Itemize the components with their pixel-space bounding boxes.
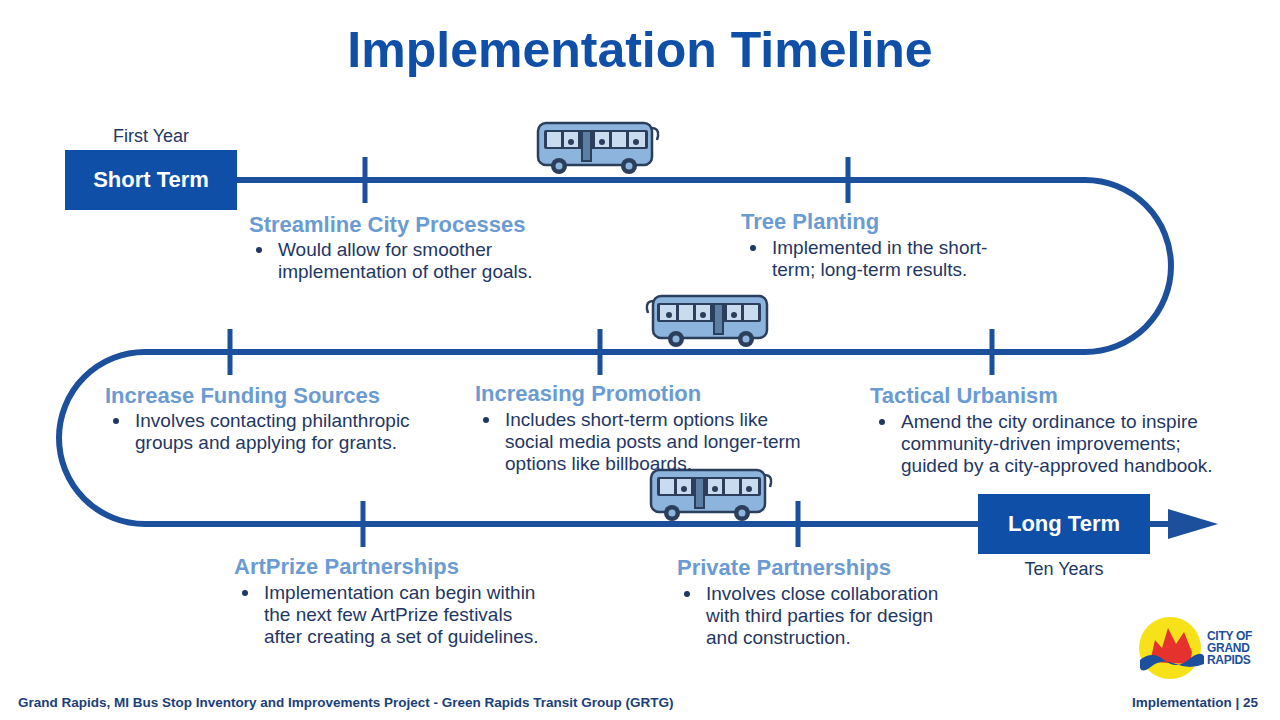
bullet-dot (256, 247, 262, 253)
logo-wordmark: CITY OF GRAND RAPIDS (1207, 630, 1267, 666)
bullet-dot (684, 591, 690, 597)
milestone-heading: Increasing Promotion (475, 381, 701, 407)
milestone-heading: Streamline City Processes (249, 212, 525, 238)
term-period: Ten Years (958, 558, 1170, 580)
footer-project: Grand Rapids, MI Bus Stop Inventory and … (18, 694, 674, 712)
milestone-note: Includes short-term options like social … (505, 409, 817, 475)
bullet-dot (750, 245, 756, 251)
term-label: Short Term (65, 150, 237, 210)
milestone-heading: ArtPrize Partnerships (234, 554, 459, 580)
milestone-note: Involves contacting philanthropic groups… (135, 410, 427, 454)
timeline-route (59, 180, 1218, 539)
milestone-heading: Tree Planting (741, 209, 879, 235)
bullet-dot (242, 590, 248, 596)
term-period: First Year (45, 125, 257, 147)
milestone-note: Amend the city ordinance to inspire comm… (901, 411, 1219, 477)
milestone-note: Implementation can begin within the next… (264, 582, 547, 648)
milestone-heading: Tactical Urbanism (870, 383, 1058, 409)
milestone-heading: Increase Funding Sources (105, 383, 380, 409)
term-box: First YearShort Term (65, 150, 237, 210)
arrow-head (1168, 509, 1218, 539)
bullet-dot (113, 418, 119, 424)
term-box: Long TermTen Years (978, 494, 1150, 554)
bullet-dot (879, 419, 885, 425)
city-logo (1139, 617, 1204, 679)
term-label: Long Term (978, 494, 1150, 554)
milestone-note: Would allow for smoother implementation … (278, 239, 550, 283)
slide-title: Implementation Timeline (0, 20, 1280, 80)
bullet-dot (483, 417, 489, 423)
milestone-note: Implemented in the short- term; long-ter… (772, 237, 1008, 281)
milestone-note: Involves close collaboration with third … (706, 583, 951, 649)
footer-page: Implementation | 25 (1132, 694, 1258, 712)
milestone-heading: Private Partnerships (677, 555, 891, 581)
